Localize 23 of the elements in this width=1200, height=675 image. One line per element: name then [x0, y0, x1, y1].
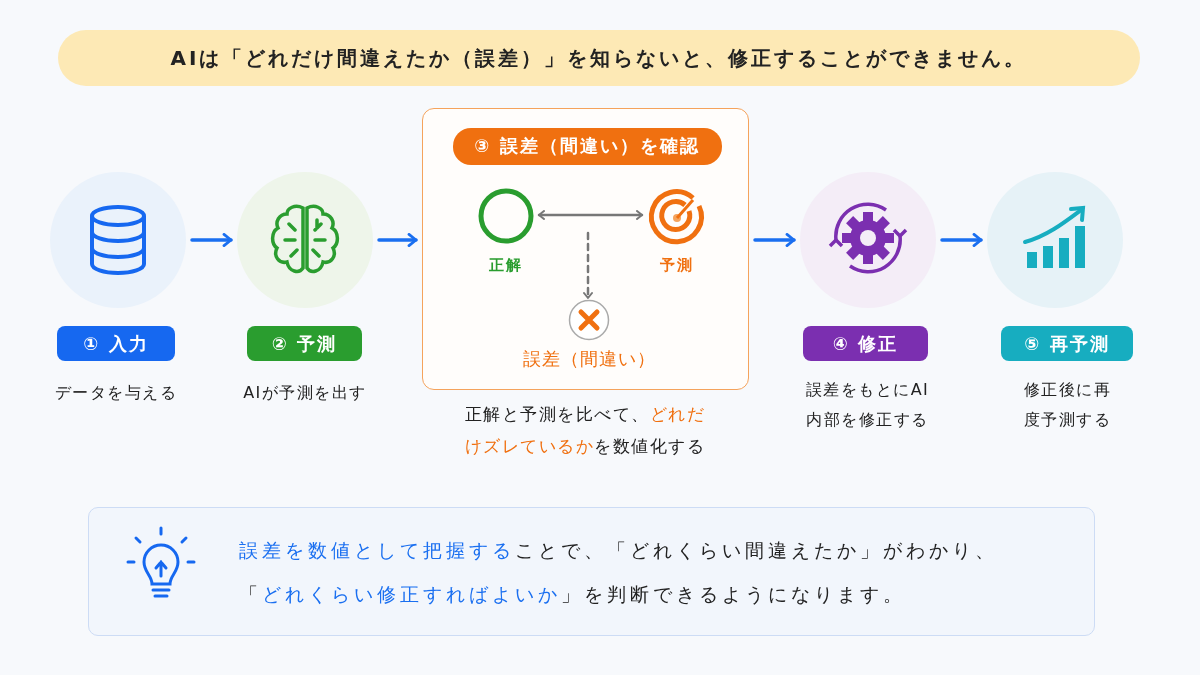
arrow	[753, 233, 796, 247]
arrow	[377, 233, 418, 247]
step-description: AIが予測を出す	[242, 382, 368, 404]
answer-label: 正解	[488, 256, 524, 275]
step-description: 誤差をもとにAI内部を修正する	[804, 379, 931, 431]
step-badge: ④ 修正	[803, 326, 928, 361]
error-label: 誤差（間違い）	[521, 347, 657, 371]
arrow	[583, 231, 593, 300]
message-banner: AIは「どれだけ間違えたか（誤差）」を知らないと、修正することができません。	[58, 30, 1140, 86]
note-text: 誤差を数値として把握することで、「どれくらい間違えたか」がわかり、「どれくらい修正すればよいか」を判断できるようになります。	[239, 538, 999, 607]
arrow	[190, 233, 233, 247]
step-panel	[422, 108, 749, 390]
step-badge: ① 入力	[57, 326, 175, 361]
arrow	[537, 210, 644, 220]
step-description: 修正後に再度予測する	[1022, 379, 1113, 431]
step-badge: ② 予測	[247, 326, 362, 361]
step-badge: ⑤ 再予測	[1001, 326, 1133, 361]
prediction-label: 予測	[659, 256, 695, 275]
note-panel	[88, 507, 1095, 636]
step-badge: ③ 誤差（間違い）を確認	[452, 127, 722, 165]
step-description: 正解と予測を比べて、どれだけズレているかを数値化する	[463, 403, 707, 458]
arrow	[940, 233, 983, 247]
step-description: データを与える	[53, 382, 179, 404]
